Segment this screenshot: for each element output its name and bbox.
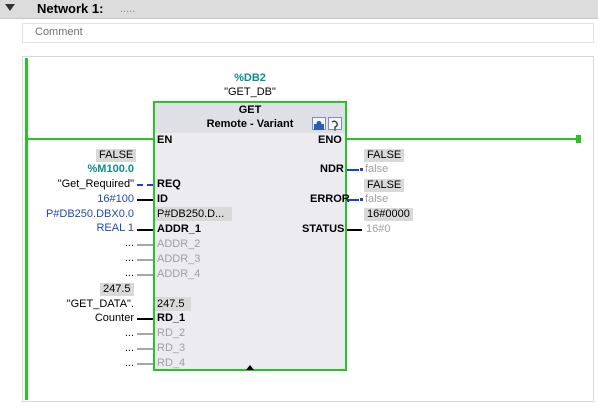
block-help-icon[interactable] [328, 117, 342, 131]
id-wire [137, 199, 153, 201]
addr1-type[interactable]: REAL 1 [96, 222, 134, 234]
addr4-wire [137, 274, 153, 276]
id-parameter[interactable]: 16#100 [97, 193, 134, 205]
addr3-parameter[interactable]: ... [124, 252, 134, 264]
error-pin[interactable]: ERROR [310, 193, 350, 205]
network-header[interactable] [0, 0, 598, 19]
addr1-wire [137, 229, 153, 231]
req-wire [137, 184, 153, 186]
rd1-wire [137, 318, 153, 320]
en-pin[interactable]: EN [157, 134, 173, 146]
status-value[interactable]: 16#0 [366, 223, 391, 235]
addr4-pin[interactable]: ADDR_4 [157, 268, 201, 280]
status-pin[interactable]: STATUS [302, 223, 345, 235]
addr1-pin[interactable]: ADDR_1 [157, 223, 202, 235]
addr3-wire [137, 259, 153, 261]
rd3-pin[interactable]: RD_3 [157, 342, 186, 354]
rd1-value-box [155, 297, 191, 311]
block-variant: Remote - Variant [206, 118, 294, 130]
eno-wire [347, 138, 580, 140]
rd1-tag-monitor-value: 247.5 [100, 283, 134, 296]
addr2-parameter[interactable]: ... [124, 237, 134, 249]
ndr-wire [347, 169, 359, 171]
addr2-wire [137, 244, 153, 246]
req-pin[interactable]: REQ [157, 178, 181, 190]
en-wire [28, 138, 153, 140]
network-title: Network 1: [37, 1, 104, 16]
ndr-value[interactable]: false [365, 163, 389, 175]
rd3-wire [137, 348, 153, 350]
addr4-parameter[interactable]: ... [124, 267, 134, 279]
rd3-parameter[interactable]: ... [124, 342, 134, 354]
req-symbol[interactable]: "Get_Required" [57, 178, 134, 190]
rd4-pin[interactable]: RD_4 [157, 357, 186, 369]
eno-pin[interactable]: ENO [318, 134, 342, 146]
ndr-pin[interactable]: NDR [320, 163, 344, 175]
instance-db-address[interactable]: %DB2 [234, 72, 266, 84]
comment-field[interactable] [22, 23, 594, 43]
rd1-symbol-member[interactable]: Counter [94, 312, 134, 324]
rd2-pin[interactable]: RD_2 [157, 327, 186, 339]
error-value[interactable]: false [365, 193, 389, 205]
block-name: GET [238, 104, 262, 116]
rd4-parameter[interactable]: ... [124, 357, 134, 369]
status-wire [347, 229, 362, 231]
ladder-area[interactable] [22, 56, 594, 402]
addr1-parameter[interactable]: P#DB250.DBX0.0 [45, 208, 134, 220]
rung-end-marker [576, 135, 581, 143]
ndr-connector [360, 168, 363, 171]
id-pin[interactable]: ID [157, 193, 168, 205]
collapse-triangle-icon[interactable] [5, 4, 15, 11]
rd2-wire [137, 333, 153, 335]
error-wire [347, 199, 359, 201]
error-connector [360, 198, 363, 201]
get-function-block[interactable] [153, 101, 347, 371]
req-address[interactable]: %M100.0 [87, 163, 134, 175]
req-monitor-value: FALSE [96, 149, 137, 162]
expand-pins-icon[interactable] [246, 365, 254, 370]
network-title-input[interactable]: ..... [120, 3, 136, 15]
rd1-pin[interactable]: RD_1 [157, 312, 186, 324]
addr3-pin[interactable]: ADDR_3 [157, 253, 201, 265]
comment-placeholder: Comment [35, 26, 83, 38]
status-monitor-box: 16#0000 [364, 208, 413, 221]
addr2-pin[interactable]: ADDR_2 [157, 238, 201, 250]
rd1-monitor-value: 247.5 [157, 298, 185, 310]
block-info-icon[interactable] [312, 117, 326, 130]
instance-db-name[interactable]: "GET_DB" [224, 86, 276, 98]
rd1-symbol[interactable]: "GET_DATA". [66, 298, 134, 310]
rd4-wire [137, 363, 153, 365]
error-monitor-box: FALSE [364, 179, 405, 192]
addr1-monitor-value: P#DB250.D... [157, 208, 225, 220]
addr1-value-box [155, 207, 232, 221]
rd2-parameter[interactable]: ... [124, 327, 134, 339]
ndr-monitor-box: FALSE [364, 149, 405, 162]
left-power-rail [25, 58, 28, 400]
